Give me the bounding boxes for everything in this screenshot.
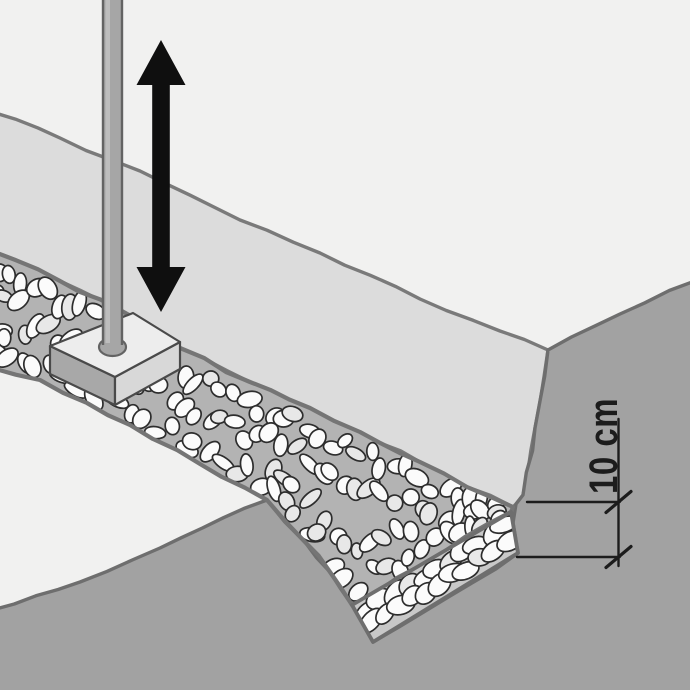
tamper bbox=[48, 0, 182, 407]
tamper-handle bbox=[97, 0, 128, 358]
dimension-lines bbox=[515, 417, 633, 570]
dimension-label: 10 cm bbox=[581, 398, 626, 494]
up-down-arrow-icon bbox=[136, 40, 186, 312]
gravel-cross-section bbox=[350, 510, 520, 644]
dimension-annotation: 10 cm bbox=[515, 398, 633, 570]
